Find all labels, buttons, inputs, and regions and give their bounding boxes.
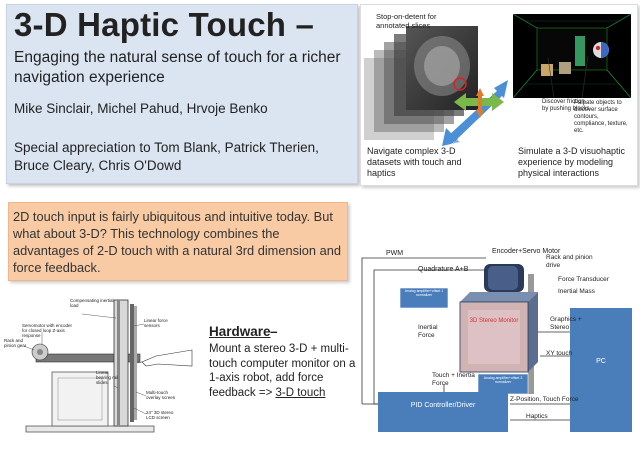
pid-controller: PID Controller/Driver — [410, 402, 476, 409]
pc-block: PC — [596, 358, 606, 365]
label-graphics: Graphics + Stereo — [550, 316, 582, 331]
poster-subtitle: Engaging the natural sense of touch for … — [14, 49, 341, 86]
label-xy-touch: XY touch — [546, 350, 573, 357]
mechanical-drawing — [23, 299, 193, 433]
label-haptics: Haptics — [526, 413, 548, 420]
ct-slices-image — [364, 26, 478, 140]
hardware-dash: – — [270, 324, 278, 339]
intro-text: 2D touch input is fairly ubiquitous and … — [13, 209, 341, 275]
label-force-transducer: Force Transducer — [558, 276, 609, 283]
caption-right: Simulate a 3-D visuohaptic experience by… — [518, 146, 626, 178]
label-stereo-lcd: 24" 3D stereo LCD screen — [146, 410, 174, 420]
label-encoder-servo: Encoder+Servo Motor — [492, 248, 561, 255]
hardware-body: Mount a stereo 3-D + multi-touch compute… — [209, 343, 356, 399]
label-inertial-mass: Inertial Mass — [558, 288, 595, 295]
hardware-3d-touch: 3-D touch — [275, 386, 326, 399]
analog-amp-1: Analog amplifier+offset 1 normalizer — [404, 289, 444, 297]
poster-title: 3-D Haptic Touch – — [14, 6, 315, 43]
label-multi-touch: Multi-touch overlay screen — [146, 390, 176, 400]
label-rack-pinion: Rack and pinion drive — [546, 254, 593, 269]
acknowledgements: Special appreciation to Tom Blank, Patri… — [14, 140, 319, 173]
label-touch-inertia: Touch + Inertia Force — [432, 372, 475, 387]
caption-left: Navigate complex 3-D datasets with touch… — [367, 146, 462, 178]
note-palpate: Palpate objects to discover surface cont… — [574, 100, 628, 134]
block-diagram — [361, 257, 632, 432]
label-servomotor: Servomotor with encoder for closed loop … — [22, 323, 73, 338]
title-card — [6, 4, 358, 184]
intro-card — [8, 202, 348, 281]
label-force-sensors: Linear force sensors — [144, 318, 168, 328]
label-quadrature: Quadrature A+B — [418, 266, 469, 273]
analog-amp-2: Analog amplifier+offset 3 normalizer — [483, 376, 523, 384]
label-pwm: PWM — [386, 250, 404, 257]
hardware-description: Mount a stereo 3-D + multi-touch compute… — [209, 342, 357, 400]
navigation-arrows — [442, 80, 508, 146]
label-inertial-force: Inertial Force — [418, 324, 438, 339]
label-z-position: Z-Position, Touch Force — [510, 396, 579, 403]
note-friction: Discover friction by pushing blocks — [542, 99, 590, 112]
slice-label: Stop-on-detent for annotated slices — [376, 12, 437, 30]
annotation-lines — [547, 55, 589, 99]
label-compensating-mass: Compensating inertial load — [70, 298, 114, 308]
authors: Mike Sinclair, Michel Pahud, Hrvoje Benk… — [14, 101, 268, 116]
label-monitor: 3D Stereo Monitor — [469, 318, 519, 324]
label-linear-bearing: Linear bearing rail slides — [96, 370, 119, 385]
label-rack: Rack and pinion gear — [4, 338, 27, 348]
hardware-title: Hardware — [209, 324, 271, 339]
